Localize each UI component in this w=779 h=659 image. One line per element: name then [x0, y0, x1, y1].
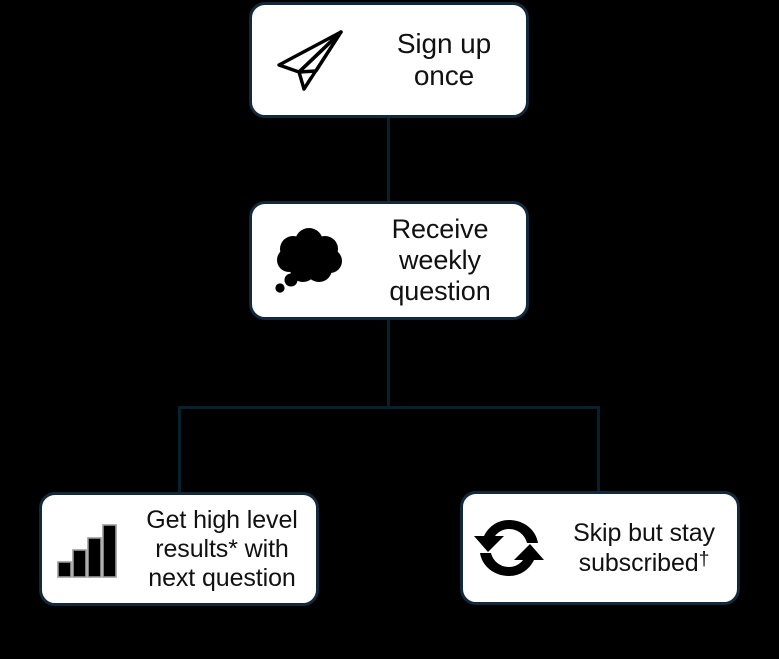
node-skip-but-stay-subscribed[interactable]: Skip but stay subscribed†: [460, 491, 740, 605]
node-label-skip-text: Skip but stay subscribed: [573, 518, 715, 577]
connector-branch-to-results: [178, 406, 181, 492]
node-label-get-high-level-results: Get high level results* with next questi…: [146, 505, 298, 592]
node-label-skip-but-stay-subscribed: Skip but stay subscribed†: [553, 519, 735, 578]
thought-bubble-icon: [256, 227, 358, 295]
connector-branch-horizontal: [178, 406, 600, 409]
node-label-receive-weekly-question: Receive weekly question: [389, 213, 491, 307]
connector-branch-to-skip: [597, 406, 600, 492]
paper-plane-icon: [258, 27, 366, 93]
connector-signup-to-receive: [387, 118, 390, 202]
connector-receive-trunk: [387, 320, 390, 406]
sync-arrows-icon: [465, 516, 553, 580]
node-sign-up-once[interactable]: Sign up once: [249, 2, 529, 118]
node-receive-weekly-question[interactable]: Receive weekly question: [249, 201, 529, 320]
node-get-high-level-results[interactable]: Get high level results* with next questi…: [39, 492, 319, 606]
node-label-sign-up-once: Sign up once: [396, 27, 492, 91]
dagger-footnote-marker: †: [698, 547, 710, 570]
bar-chart-icon: [43, 518, 129, 580]
